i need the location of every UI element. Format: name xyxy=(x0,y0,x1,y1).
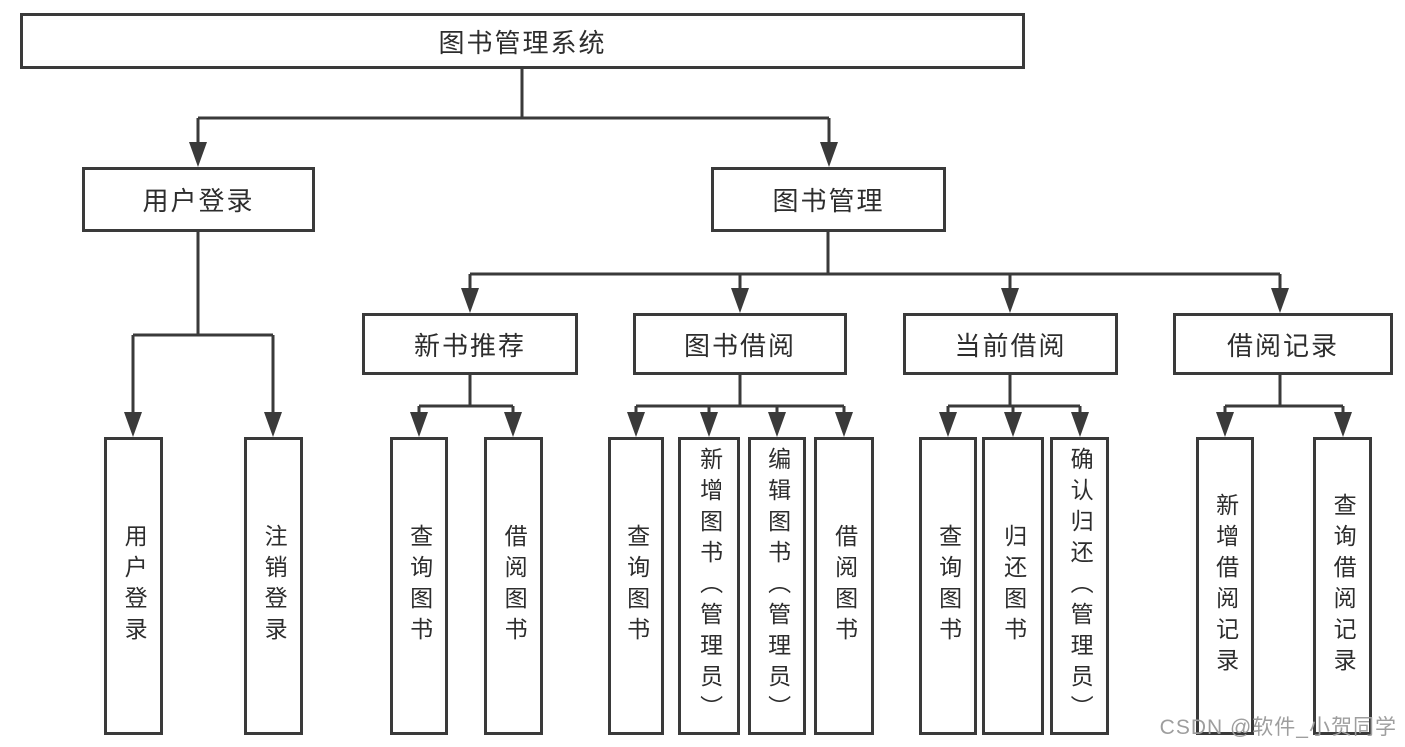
leaf-add-borrow-record: 新增借阅记录 xyxy=(1196,437,1254,735)
leaf-user-login: 用户登录 xyxy=(104,437,163,735)
node-root-library-system: 图书管理系统 xyxy=(20,13,1025,69)
csdn-watermark: CSDN @软件_小贺同学 xyxy=(1159,716,1397,739)
leaf-logout: 注销登录 xyxy=(244,437,303,735)
node-book-management-branch: 图书管理 xyxy=(711,167,946,232)
node-user-login-branch: 用户登录 xyxy=(82,167,315,232)
node-book-borrow: 图书借阅 xyxy=(633,313,847,375)
leaf-confirm-return-admin: 确认归还（管理员） xyxy=(1050,437,1109,735)
leaf-query-borrow-record: 查询借阅记录 xyxy=(1313,437,1372,735)
node-new-book-recommend: 新书推荐 xyxy=(362,313,578,375)
leaf-add-books-admin: 新增图书（管理员） xyxy=(678,437,740,735)
leaf-borrow-books: 借阅图书 xyxy=(814,437,874,735)
node-current-borrow: 当前借阅 xyxy=(903,313,1118,375)
leaf-query-books-current: 查询图书 xyxy=(919,437,977,735)
leaf-return-books: 归还图书 xyxy=(982,437,1044,735)
leaf-query-books-recommend: 查询图书 xyxy=(390,437,448,735)
leaf-query-books-borrow: 查询图书 xyxy=(608,437,664,735)
leaf-edit-books-admin: 编辑图书（管理员） xyxy=(748,437,806,735)
node-borrow-records: 借阅记录 xyxy=(1173,313,1393,375)
leaf-borrow-books-recommend: 借阅图书 xyxy=(484,437,543,735)
